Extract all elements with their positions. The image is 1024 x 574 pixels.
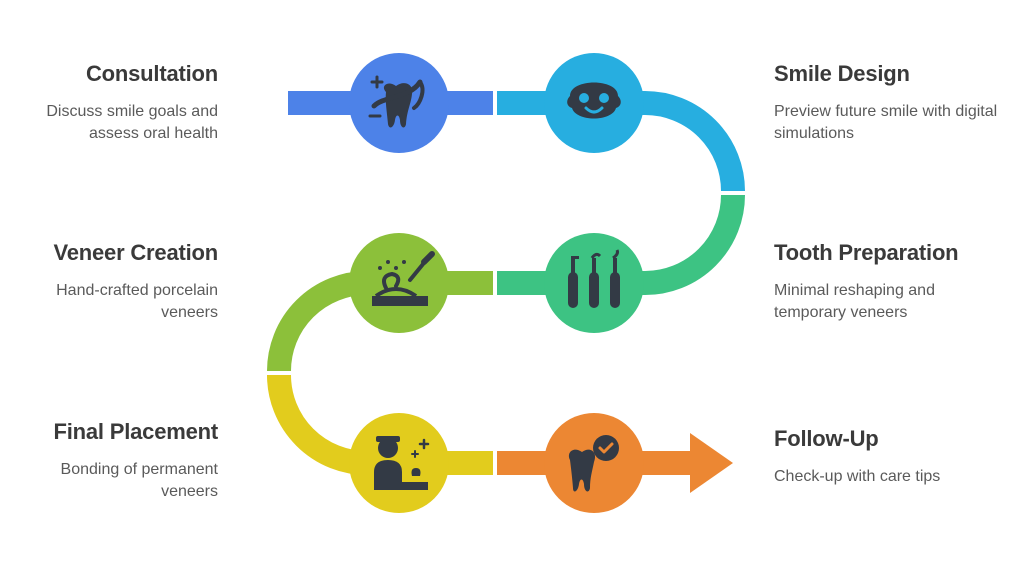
path-turn-right-lower [644, 194, 745, 295]
step-title: Consultation [85, 61, 218, 86]
step-circle-final-placement [349, 413, 449, 513]
tooth-care-icon [368, 75, 425, 128]
crafting-icon [372, 251, 435, 306]
step-veneer-creation: Veneer Creation Hand-crafted porcelain v… [0, 240, 218, 324]
arrow-head [690, 433, 733, 493]
step-title: Follow-Up [774, 426, 879, 451]
step-follow-up: Follow-Up Check-up with care tips [774, 426, 1004, 488]
step-title: Veneer Creation [53, 240, 218, 265]
step-description: Hand-crafted porcelain veneers [56, 282, 218, 321]
step-circle-follow-up [544, 413, 644, 513]
process-path [267, 91, 745, 493]
tooth-check-icon [568, 435, 619, 492]
step-smile-design: Smile Design Preview future smile with d… [774, 61, 1004, 145]
dentist-icon [374, 436, 430, 490]
step-title: Smile Design [774, 61, 910, 86]
step-description: Check-up with care tips [774, 468, 941, 485]
smiling-face-icon [567, 82, 621, 119]
step-description: Preview future smile with digital simula… [774, 103, 998, 142]
step-description: Bonding of permanent veneers [60, 461, 218, 500]
step-title: Tooth Preparation [774, 240, 959, 265]
step-tooth-preparation: Tooth Preparation Minimal reshaping and … [774, 240, 1004, 324]
step-description: Discuss smile goals and assess oral heal… [46, 103, 218, 142]
dental-tools-icon [568, 249, 620, 308]
path-turn-right-upper [644, 91, 745, 192]
step-description: Minimal reshaping and temporary veneers [774, 282, 935, 321]
step-consultation: Consultation Discuss smile goals and ass… [0, 61, 218, 145]
step-title: Final Placement [53, 419, 218, 444]
step-final-placement: Final Placement Bonding of permanent ven… [0, 419, 218, 503]
